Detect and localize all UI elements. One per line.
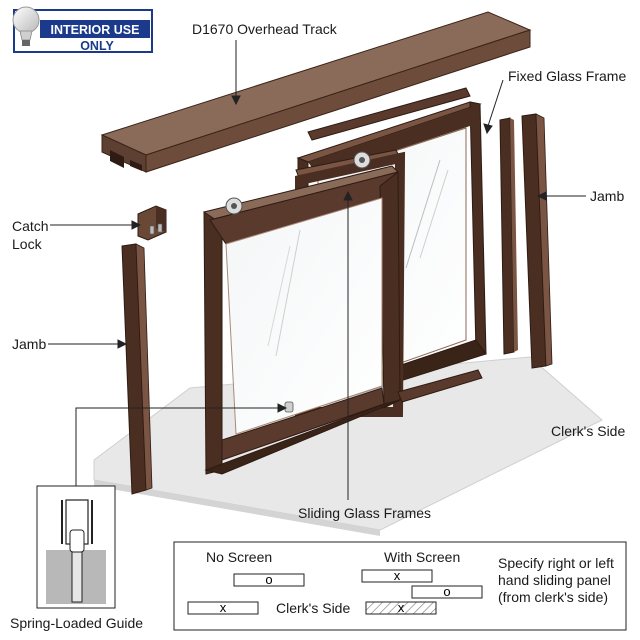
right-jamb: [521, 113, 553, 369]
badge-line1: INTERIOR USE: [51, 23, 140, 37]
label-jamb-left: Jamb: [12, 336, 46, 352]
light-bulb-icon: [12, 6, 40, 46]
label-catch: Catch: [12, 218, 49, 234]
overhead-track: [100, 11, 532, 173]
spring-loaded-guide-detail: [36, 485, 116, 609]
left-jamb: [121, 243, 153, 495]
label-sliding-glass-frames: Sliding Glass Frames: [298, 505, 431, 521]
panel-no-screen-x: [187, 601, 259, 615]
interior-use-badge: INTERIOR USE ONLY: [12, 6, 153, 53]
fixed-frame-jamb-channel: [499, 117, 518, 355]
label-overhead-track: D1670 Overhead Track: [192, 21, 338, 37]
panel-screen-hatched: [365, 601, 437, 615]
label-spring-loaded-guide: Spring-Loaded Guide: [10, 615, 143, 631]
panel-no-screen-o: [233, 573, 305, 587]
bottom-rail-strip: [397, 369, 483, 403]
label-fixed-glass-frame: Fixed Glass Frame: [508, 68, 626, 84]
label-clerks-side: Clerk's Side: [551, 423, 625, 439]
screen-legend: No Screen With Screen o x Clerk's Side x…: [173, 541, 627, 631]
label-jamb-right: Jamb: [590, 188, 624, 204]
callout-lines: [48, 40, 586, 500]
legend-no-screen: No Screen: [206, 549, 272, 565]
legend-note-line3: (from clerk's side): [498, 589, 608, 605]
top-rail-strip: [307, 87, 471, 141]
legend-with-screen: With Screen: [384, 549, 460, 565]
panel-with-screen-x: [361, 569, 433, 583]
base-platform-edge: [94, 480, 380, 536]
badge-band: [40, 20, 150, 38]
legend-clerks-side: Clerk's Side: [276, 600, 350, 616]
mark-x: x: [394, 568, 401, 583]
label-lock: Lock: [12, 236, 43, 252]
mark-x: x: [220, 600, 227, 615]
legend-note-line2: hand sliding panel: [498, 572, 611, 588]
mark-o: o: [265, 572, 272, 587]
panel-with-screen-o: [411, 585, 483, 599]
badge-line2: ONLY: [80, 39, 114, 53]
sliding-frame-front: [203, 165, 401, 475]
mark-x: x: [398, 600, 405, 615]
guide-pin: [284, 401, 294, 413]
mark-o: o: [443, 584, 450, 599]
legend-note-line1: Specify right or left: [498, 555, 614, 571]
catch-lock: [137, 205, 167, 241]
